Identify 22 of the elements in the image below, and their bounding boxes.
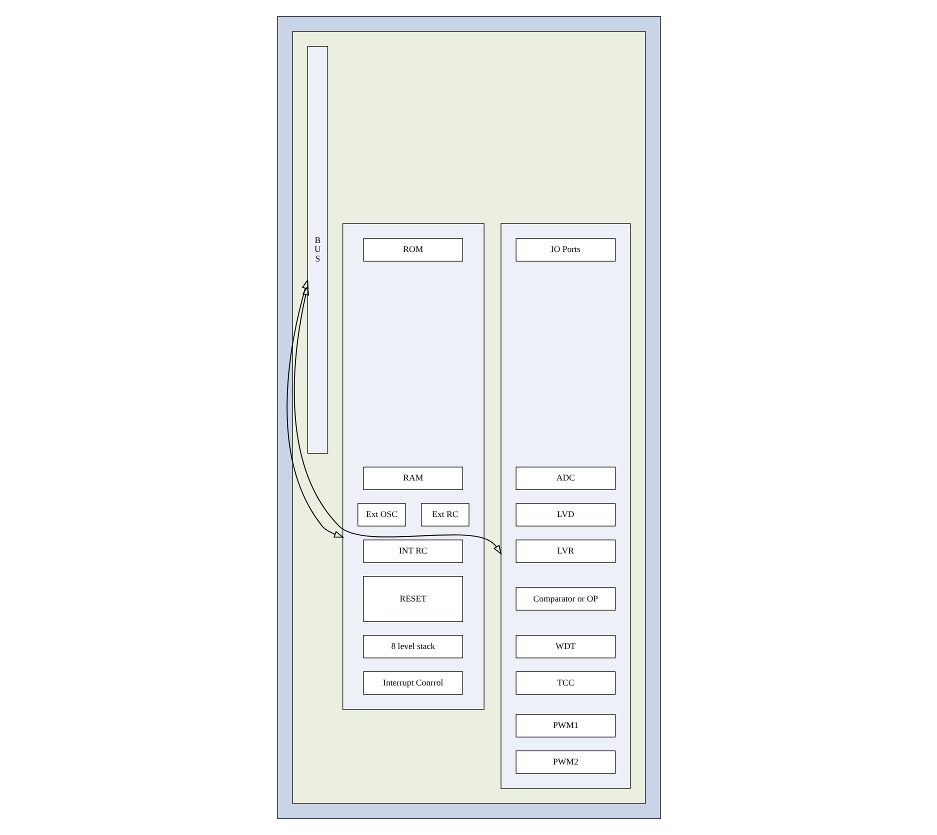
arrow (286, 278, 344, 538)
node-box: RESET (362, 576, 463, 622)
node-box: WDT (515, 635, 616, 658)
node-box: IO Ports (515, 238, 616, 262)
node-box: TCC (515, 671, 616, 695)
node-box: Interrupt Conrrol (362, 671, 463, 695)
node-box: 8 level stack (362, 635, 463, 658)
node-box: INT RC (362, 540, 463, 563)
node-box: RAM (362, 466, 463, 490)
node-box: PWM2 (515, 750, 616, 774)
node-box: BUS (306, 46, 328, 454)
node-box: Ext RC (420, 503, 469, 526)
node-box: Ext OSC (357, 503, 406, 526)
node-box: ROM (362, 238, 463, 262)
node-box: LVR (515, 540, 616, 563)
node-box: ADC (515, 466, 616, 490)
node-box: Comparator or OP (515, 587, 616, 611)
node-box: PWM1 (515, 714, 616, 738)
cluster (500, 223, 630, 789)
node-box: LVD (515, 503, 616, 526)
cluster (342, 223, 484, 710)
arrow (293, 285, 502, 555)
